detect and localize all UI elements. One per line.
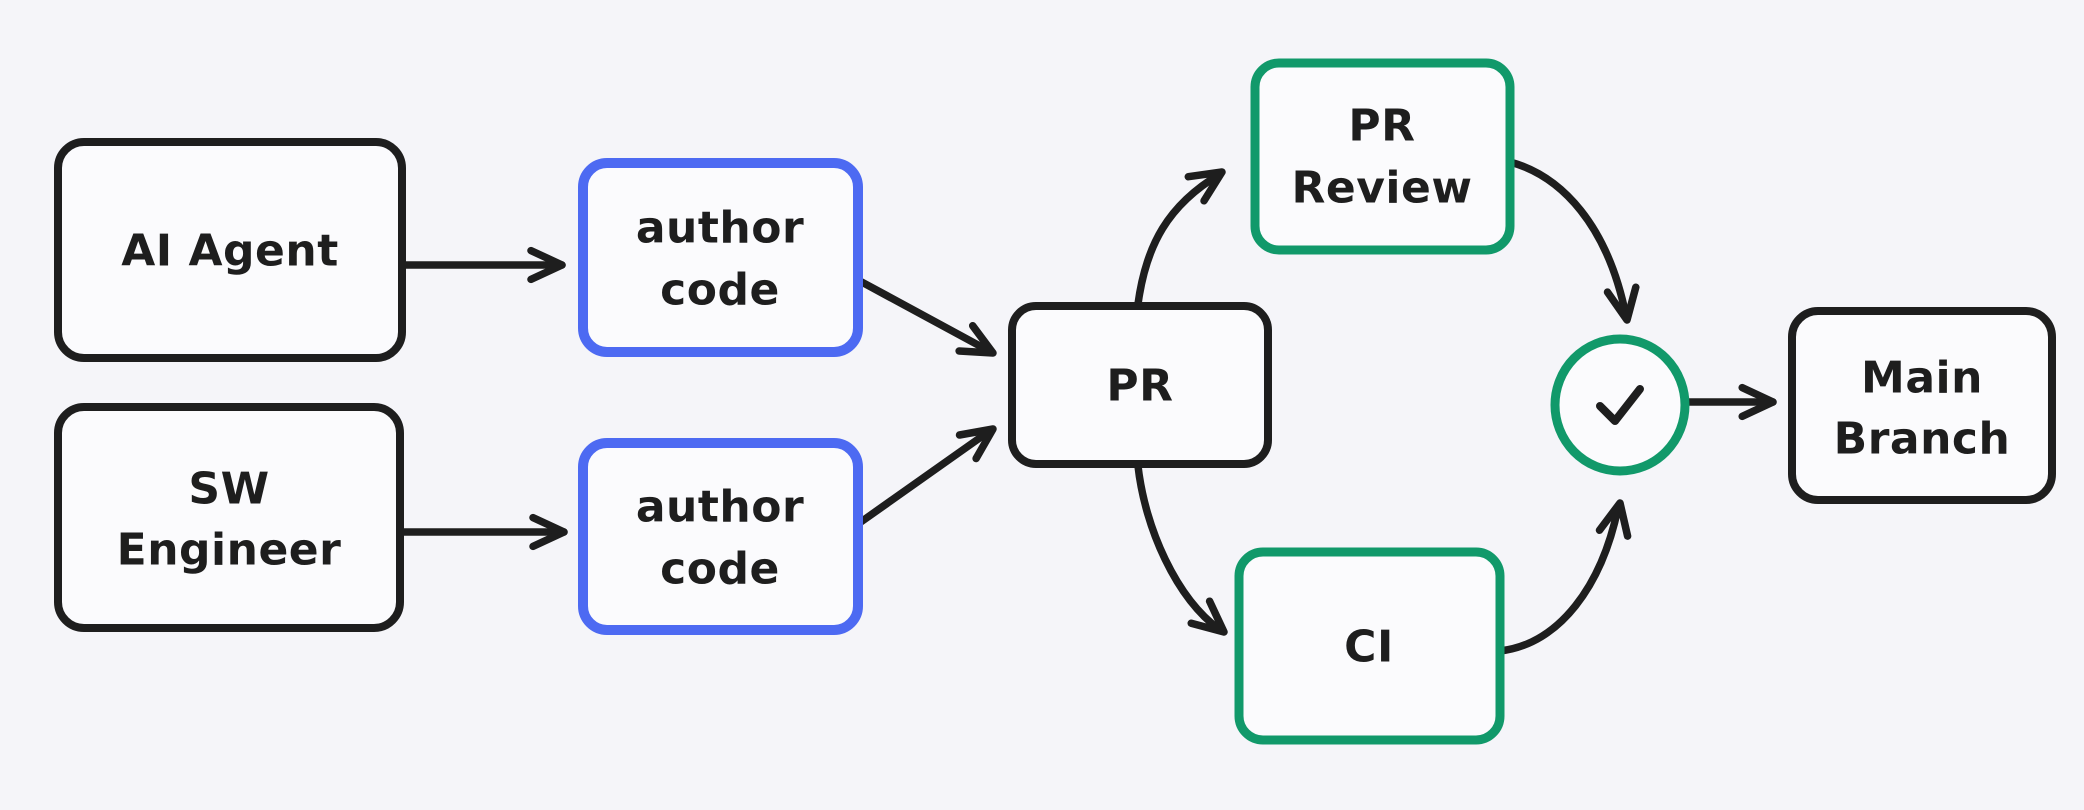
- arrow-ai-agent-to-author-code: [398, 246, 566, 284]
- arrow-author-code-top-to-pr: [854, 276, 997, 357]
- arrow-author-code-bottom-to-pr: [854, 425, 997, 528]
- arrow-ci-to-check: [1496, 499, 1632, 655]
- node-author-code-bottom-label-line2: code: [660, 544, 780, 595]
- arrow-sw-engineer-to-author-code: [396, 513, 568, 551]
- node-ci-label: CI: [1344, 622, 1394, 673]
- check-icon: [1596, 385, 1644, 425]
- node-author-code-top-label-line2: code: [660, 265, 780, 316]
- node-author-code-top: author code: [578, 158, 863, 357]
- node-main-branch: Main Branch: [1788, 307, 2056, 504]
- arrow-pr-to-ci: [1134, 462, 1228, 636]
- node-main-branch-label-line1: Main: [1861, 353, 1983, 404]
- node-pr: PR: [1008, 302, 1272, 468]
- node-main-branch-label-line2: Branch: [1834, 414, 2011, 465]
- arrow-check-to-main-branch: [1683, 383, 1777, 421]
- node-sw-engineer-label-line2: Engineer: [117, 525, 342, 576]
- node-approved-check: [1550, 334, 1690, 476]
- node-ai-agent: AI Agent: [54, 138, 406, 362]
- node-pr-label: PR: [1106, 361, 1173, 412]
- node-author-code-bottom-label-line1: author: [636, 482, 804, 533]
- node-author-code-top-label-line1: author: [636, 203, 804, 254]
- node-ci: CI: [1234, 547, 1505, 745]
- node-pr-review-label-line2: Review: [1292, 163, 1473, 214]
- node-sw-engineer: SW Engineer: [54, 403, 404, 632]
- node-pr-review: PR Review: [1250, 58, 1515, 255]
- arrow-pr-review-to-check: [1506, 158, 1640, 324]
- arrow-pr-to-pr-review: [1134, 168, 1226, 308]
- node-sw-engineer-label-line1: SW: [188, 464, 269, 515]
- node-pr-review-label-line1: PR: [1348, 101, 1415, 152]
- node-author-code-bottom: author code: [578, 438, 863, 635]
- node-ai-agent-label: AI Agent: [121, 226, 339, 277]
